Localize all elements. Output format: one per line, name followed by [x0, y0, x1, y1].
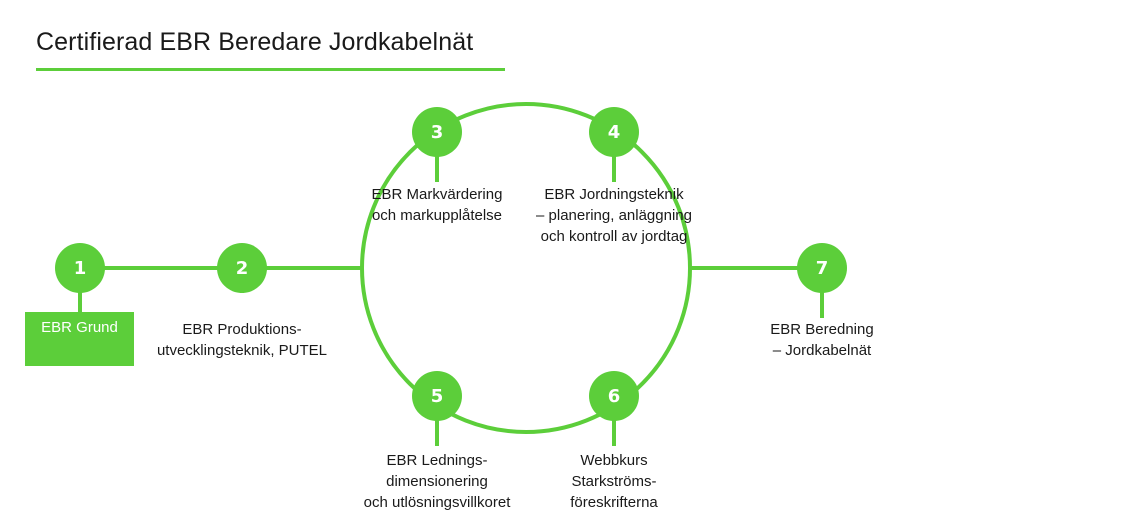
step-7-node[interactable]: 7	[797, 243, 847, 293]
step-7-number: 7	[815, 257, 829, 279]
step-4-label[interactable]: EBR Jordningsteknik – planering, anläggn…	[536, 186, 692, 245]
step-2-node[interactable]: 2	[217, 243, 267, 293]
step-5-label[interactable]: EBR Lednings- dimensionering och utlösni…	[363, 452, 511, 511]
step-4-node[interactable]: 4	[589, 107, 639, 157]
step-1-label: EBR Grund	[41, 319, 118, 336]
step-6-node[interactable]: 6	[589, 371, 639, 421]
step-2-number: 2	[235, 257, 249, 279]
course-cycle-ring	[360, 102, 692, 434]
step-1-label-box[interactable]: EBR Grund	[25, 312, 134, 366]
step-5-number: 5	[430, 385, 444, 407]
title-underline	[36, 68, 505, 71]
step-3-number: 3	[430, 121, 444, 143]
page-title: Certifierad EBR Beredare Jordkabelnät	[36, 28, 474, 56]
step-1-node[interactable]: 1	[55, 243, 105, 293]
step-3-node[interactable]: 3	[412, 107, 462, 157]
step-5-node[interactable]: 5	[412, 371, 462, 421]
step-6-label[interactable]: Webbkurs Starkströms- föreskrifterna	[570, 452, 658, 511]
step-3-label[interactable]: EBR Markvärdering och markupplåtelse	[371, 186, 503, 224]
step-2-label[interactable]: EBR Produktions- utvecklingsteknik, PUTE…	[156, 321, 328, 359]
step-6-number: 6	[607, 385, 621, 407]
step-7-label[interactable]: EBR Beredning – Jordkabelnät	[770, 321, 874, 359]
step-1-number: 1	[73, 257, 87, 279]
step-4-number: 4	[607, 121, 621, 143]
